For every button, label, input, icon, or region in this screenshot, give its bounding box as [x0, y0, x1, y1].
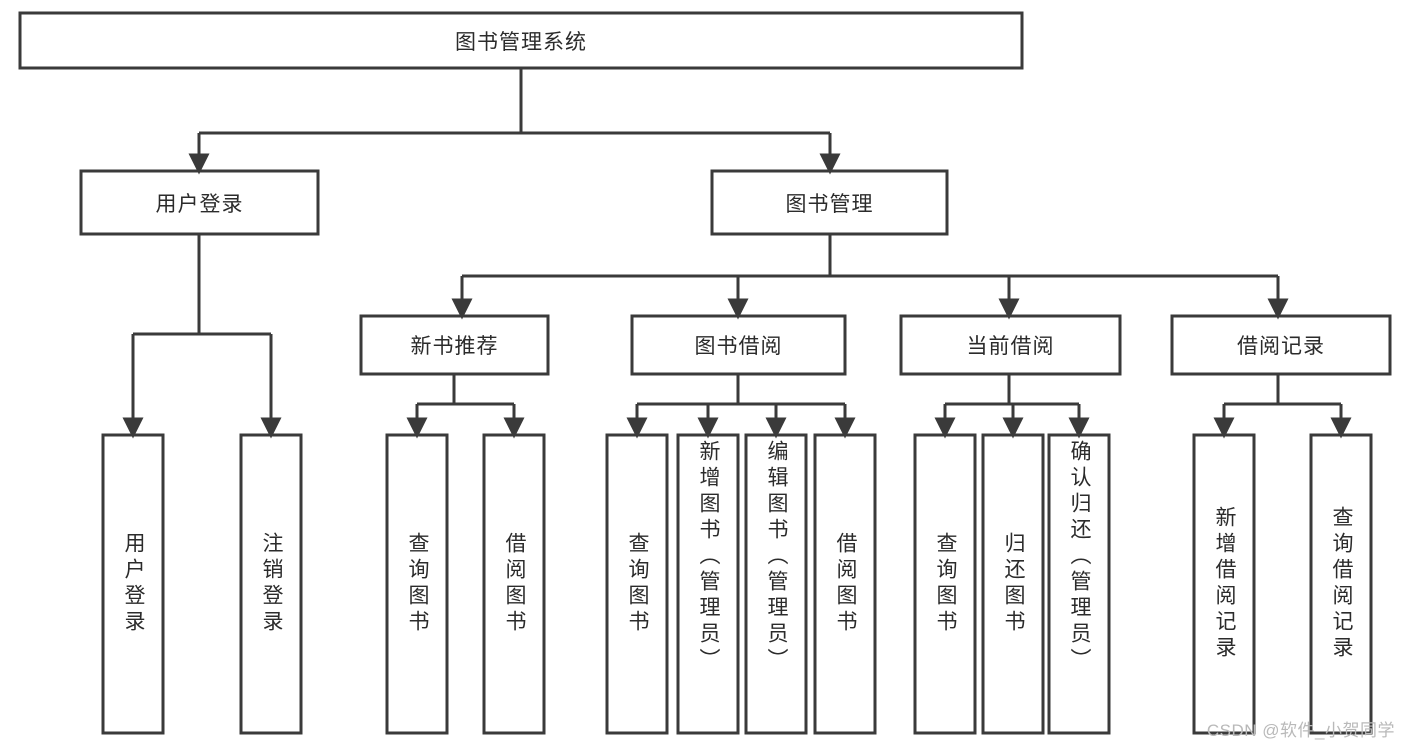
node-box-book-borrow [630, 314, 847, 376]
node-box-leaf-logout [239, 433, 303, 735]
node-box-new-book-recommend [359, 314, 550, 376]
node-box-leaf-query-book-2 [605, 433, 669, 735]
node-box-leaf-query-book-3 [913, 433, 977, 735]
node-box-root [18, 11, 1024, 70]
node-box-leaf-add-book [676, 433, 740, 735]
node-box-leaf-borrow-book-2 [813, 433, 877, 735]
node-box-leaf-user-login [101, 433, 165, 735]
node-box-book-manage [710, 169, 949, 236]
node-box-leaf-query-book-1 [385, 433, 449, 735]
node-box-leaf-edit-book [744, 433, 808, 735]
node-box-leaf-query-record [1309, 433, 1373, 735]
node-box-leaf-add-record [1192, 433, 1256, 735]
node-box-borrow-record [1170, 314, 1392, 376]
node-box-current-borrow [899, 314, 1122, 376]
node-box-leaf-return-book [981, 433, 1045, 735]
node-box-leaf-confirm-return [1047, 433, 1111, 735]
node-box-leaf-borrow-book-1 [482, 433, 546, 735]
node-box-user-login [79, 169, 320, 236]
